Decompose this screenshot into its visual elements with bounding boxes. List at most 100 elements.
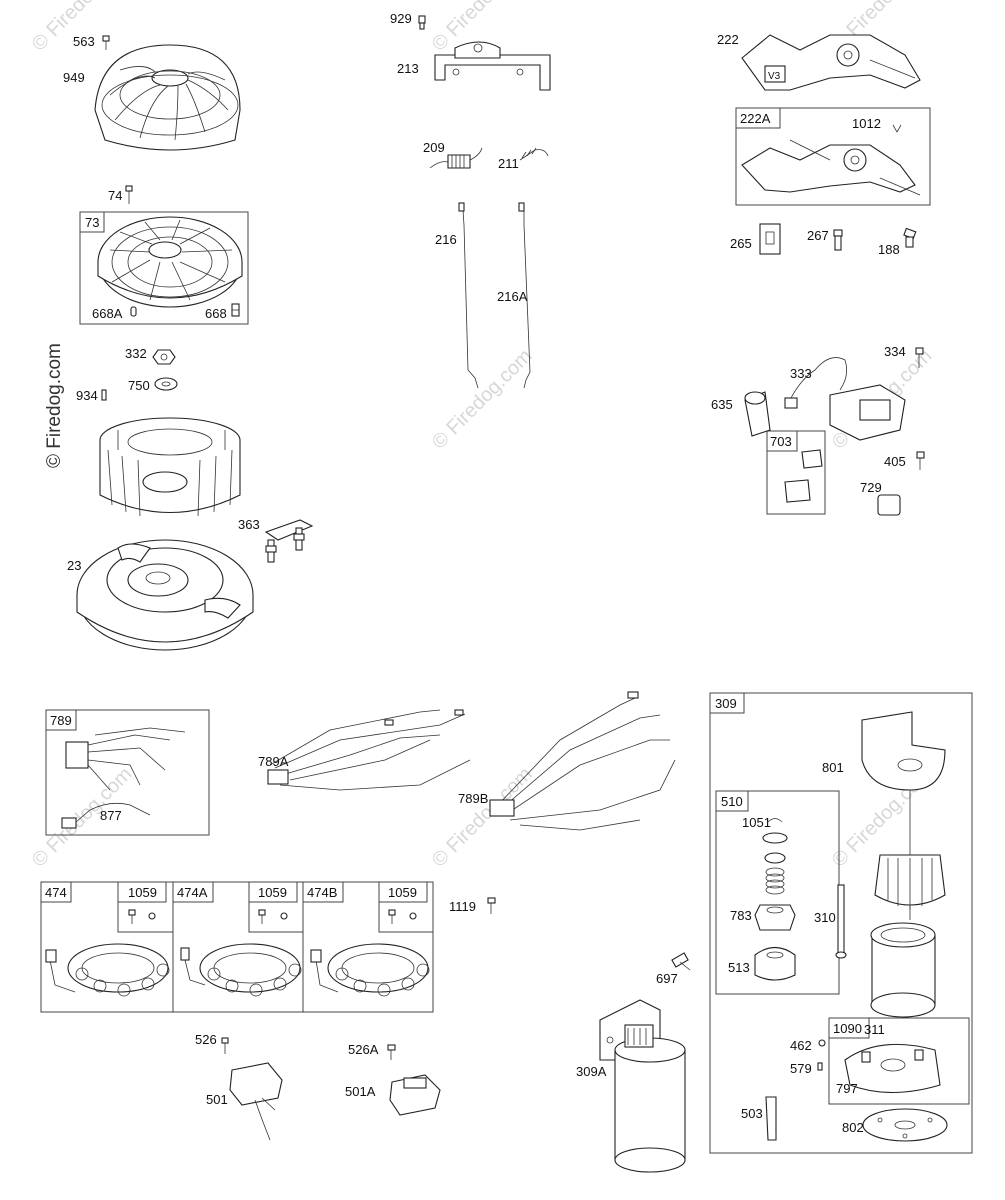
blower-grille <box>94 44 241 151</box>
group-box-789 <box>45 709 210 836</box>
svg-text:V3: V3 <box>768 71 781 82</box>
callout-label: 789B <box>458 791 488 806</box>
screw-icon <box>221 1037 229 1054</box>
flywheel <box>76 539 254 651</box>
callout-label: 332 <box>125 346 147 361</box>
screw-icon <box>915 347 924 368</box>
callout-label: 668 <box>205 306 227 321</box>
wiring-harness <box>267 709 471 791</box>
group-label: 703 <box>770 434 792 449</box>
spring-icon <box>429 147 483 169</box>
spring-icon <box>519 147 549 161</box>
callout-label: 309A <box>576 1064 607 1079</box>
screw-icon <box>387 1044 396 1060</box>
pin-icon <box>130 306 137 317</box>
callout-label: 668A <box>92 306 123 321</box>
callout-label: 729 <box>860 480 882 495</box>
callout-label: 801 <box>822 760 844 775</box>
flywheel-fan <box>99 417 241 517</box>
callout-label: 526A <box>348 1042 379 1057</box>
callout-label: 222 <box>717 32 739 47</box>
through-bolt <box>835 884 847 959</box>
ignition-coil <box>784 357 906 441</box>
group-label: 222A <box>740 111 771 126</box>
group-box-1090 <box>828 1017 970 1105</box>
group-label: 73 <box>85 215 99 230</box>
callout-label: 503 <box>741 1106 763 1121</box>
callout-label: 1051 <box>742 815 771 830</box>
callout-label: 211 <box>498 156 519 171</box>
screw-icon <box>903 227 917 248</box>
armature-bracket <box>264 519 314 563</box>
callout-label: 265 <box>730 236 752 251</box>
nut-icon <box>152 349 176 365</box>
screw-icon <box>418 15 426 30</box>
callout-label: 877 <box>100 808 122 823</box>
governor-rod <box>518 202 531 389</box>
clip-icon <box>759 223 781 255</box>
starter-bracket <box>861 711 946 791</box>
governor-rod <box>458 202 479 389</box>
group-label: 474A <box>177 885 208 900</box>
group-label: 309 <box>715 696 737 711</box>
callout-label: 74 <box>108 188 122 203</box>
callout-label: 405 <box>884 454 906 469</box>
stator <box>180 943 302 997</box>
callout-label: 462 <box>790 1038 812 1053</box>
stator <box>310 943 430 997</box>
spark-plug-boot <box>744 391 771 437</box>
callout-label: 949 <box>63 70 85 85</box>
group-labels: 73 222A 703 789 474 1059 474A 1059 474B … <box>45 111 862 1036</box>
starter-motor <box>599 999 686 1173</box>
group-box-222A <box>735 107 931 206</box>
screw-icon <box>102 35 110 50</box>
pin-icon <box>817 1062 823 1071</box>
screw-icon <box>125 185 133 204</box>
group-label: 1059 <box>388 885 417 900</box>
nut-icon <box>409 912 417 920</box>
group-box-73 <box>79 211 249 325</box>
group-label: 474B <box>307 885 337 900</box>
callout-label: 311 <box>864 1022 885 1037</box>
callout-label: 697 <box>656 971 678 986</box>
screw-icon <box>128 909 136 924</box>
callout-label: 797 <box>836 1081 858 1096</box>
armature <box>874 790 946 920</box>
group-box-309 <box>709 692 973 1154</box>
wiring-harness <box>489 691 676 831</box>
starter-housing <box>870 922 936 1018</box>
group-label: 510 <box>721 794 743 809</box>
washer-icon <box>154 377 178 391</box>
stator <box>45 943 170 997</box>
callout-label: 310 <box>814 910 836 925</box>
rectifier <box>229 1062 283 1141</box>
brush-plate <box>844 1043 941 1094</box>
group-label: 1059 <box>258 885 287 900</box>
callout-label: 789A <box>258 754 289 769</box>
end-cap <box>862 1108 948 1142</box>
callout-label: 526 <box>195 1032 217 1047</box>
callout-label: 1119 <box>449 899 476 914</box>
callout-label: 579 <box>790 1061 812 1076</box>
nut-icon <box>148 912 156 920</box>
screw-icon <box>231 303 240 317</box>
watermark: © Firedog.com <box>428 345 537 454</box>
regulator <box>389 1074 441 1116</box>
callout-label: 929 <box>390 11 412 26</box>
group-box-474B <box>302 881 434 1013</box>
callout-label: 563 <box>73 34 95 49</box>
callout-label: 216 <box>435 232 457 247</box>
grille-screen <box>97 216 243 308</box>
callout-label: 267 <box>807 228 829 243</box>
watermark: © Firedog.com <box>428 763 537 872</box>
screw-icon <box>487 897 496 914</box>
screw-icon <box>258 909 266 924</box>
callout-label: 513 <box>728 960 750 975</box>
callout-label: 333 <box>790 366 812 381</box>
callout-label: 213 <box>397 61 419 76</box>
control-bracket <box>434 41 551 91</box>
nut-icon <box>280 912 288 920</box>
group-label: 474 <box>45 885 67 900</box>
pin-icon <box>892 124 902 133</box>
